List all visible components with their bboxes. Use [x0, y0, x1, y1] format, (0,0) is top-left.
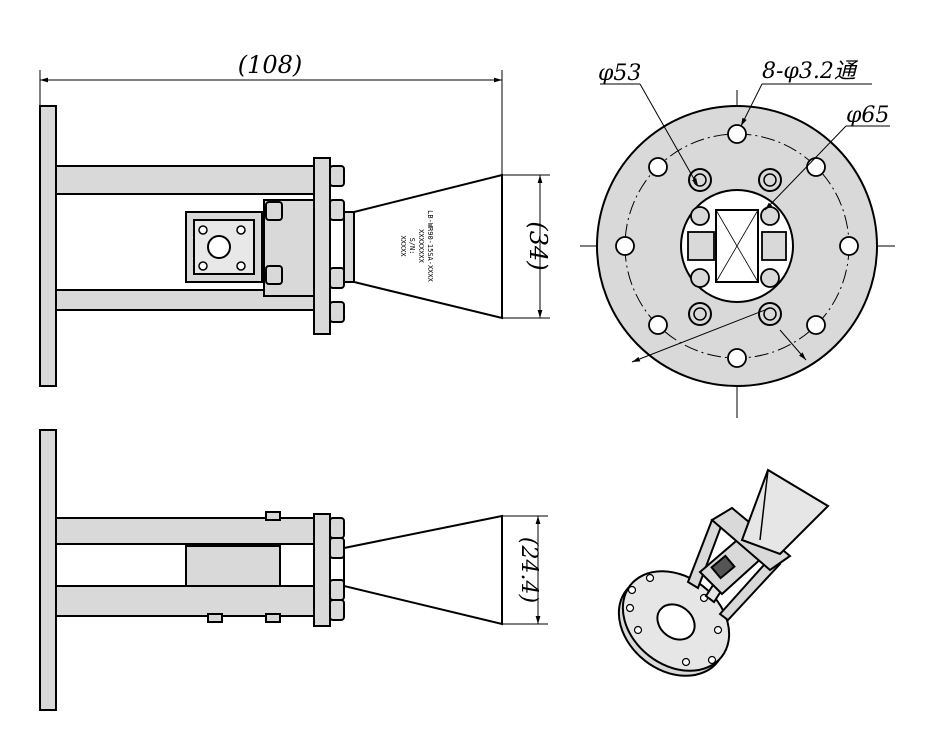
bolt-head — [329, 517, 345, 539]
label-phi53: φ53 — [598, 61, 641, 86]
flange-screw — [236, 225, 246, 235]
inner-nut — [760, 206, 780, 226]
flange-port — [207, 235, 231, 259]
mount-hole — [648, 157, 668, 177]
mount-hole — [648, 315, 668, 335]
rail-bottom — [55, 585, 319, 617]
flange-screw — [236, 261, 246, 271]
bolt-head — [329, 537, 345, 559]
leader-phi65-arc — [779, 329, 807, 361]
leader-phi53 — [631, 307, 771, 363]
dim-24-text: (24.4) — [516, 537, 541, 603]
small-nut — [265, 613, 281, 623]
horn-label-line4: XXXXX — [399, 235, 407, 257]
iso-horn — [740, 468, 830, 556]
iso-hole — [627, 585, 637, 595]
horn-label-line3: S/N: — [408, 238, 416, 255]
mount-hole — [839, 236, 859, 256]
bolt-head — [329, 579, 345, 601]
bolt-head — [329, 267, 345, 289]
leader-phi65 — [764, 125, 847, 211]
mount-hole — [727, 124, 747, 144]
horn-label-line2: XXXXXXXX — [417, 229, 425, 264]
aperture-diag — [715, 209, 759, 283]
iso-hole — [625, 603, 635, 613]
inner-nut — [760, 268, 780, 288]
side-view — [39, 429, 548, 711]
leader-holes — [740, 83, 763, 127]
mount-hole — [806, 315, 826, 335]
front-view — [580, 83, 895, 418]
rail-nut — [763, 173, 777, 187]
rail-top — [55, 165, 319, 195]
bolt-head — [329, 165, 345, 187]
rail-nut — [688, 168, 712, 192]
horn-flange — [313, 157, 331, 335]
bolt-head — [329, 301, 345, 323]
iso-flange-hole — [656, 603, 696, 641]
rail-nut — [758, 302, 782, 326]
mount-hole — [615, 236, 635, 256]
rail-nut — [693, 307, 707, 321]
rail-nut — [758, 168, 782, 192]
horn-flange — [313, 513, 331, 627]
clamp-plate — [263, 199, 317, 297]
dim-108-text: (108) — [238, 51, 303, 79]
flange-screw — [198, 225, 208, 235]
side-tab — [761, 231, 787, 261]
bolt-head — [329, 199, 345, 221]
small-nut — [207, 613, 223, 623]
iso-hole — [633, 625, 643, 635]
rail-nut — [688, 302, 712, 326]
mount-plate — [39, 429, 57, 711]
rail-top — [55, 517, 319, 545]
dim-34-text: (34) — [524, 221, 552, 270]
iso-horn-edge — [759, 469, 769, 541]
iso-hole — [713, 625, 723, 635]
leader-phi53 — [639, 83, 699, 187]
mount-hole — [727, 348, 747, 368]
isometric-view — [617, 468, 830, 677]
mount-hole — [806, 157, 826, 177]
horn-label-line1: LB-WR90-15SA-XXXX — [426, 210, 434, 282]
bolt-head — [329, 599, 345, 621]
mount-plate — [39, 105, 57, 387]
top-view — [39, 70, 550, 387]
adapter-block — [185, 545, 281, 587]
nut — [265, 265, 283, 285]
iso-hole — [707, 655, 717, 665]
horn — [343, 514, 503, 626]
horn-label: LB-WR90-15SA-XXXX XXXXXXXX S/N: XXXXX — [399, 210, 434, 282]
label-phi65: φ65 — [846, 103, 889, 128]
iso-hole — [645, 573, 655, 583]
inner-nut — [690, 268, 710, 288]
flange-screw — [198, 261, 208, 271]
label-holes: 8-φ3.2通 — [762, 59, 859, 84]
side-tab — [687, 231, 715, 261]
inner-nut — [690, 206, 710, 226]
small-nut — [265, 511, 281, 521]
iso-waveguide-port — [710, 554, 736, 580]
nut — [265, 201, 283, 221]
iso-hole — [681, 657, 691, 667]
flange-neck — [343, 211, 355, 283]
